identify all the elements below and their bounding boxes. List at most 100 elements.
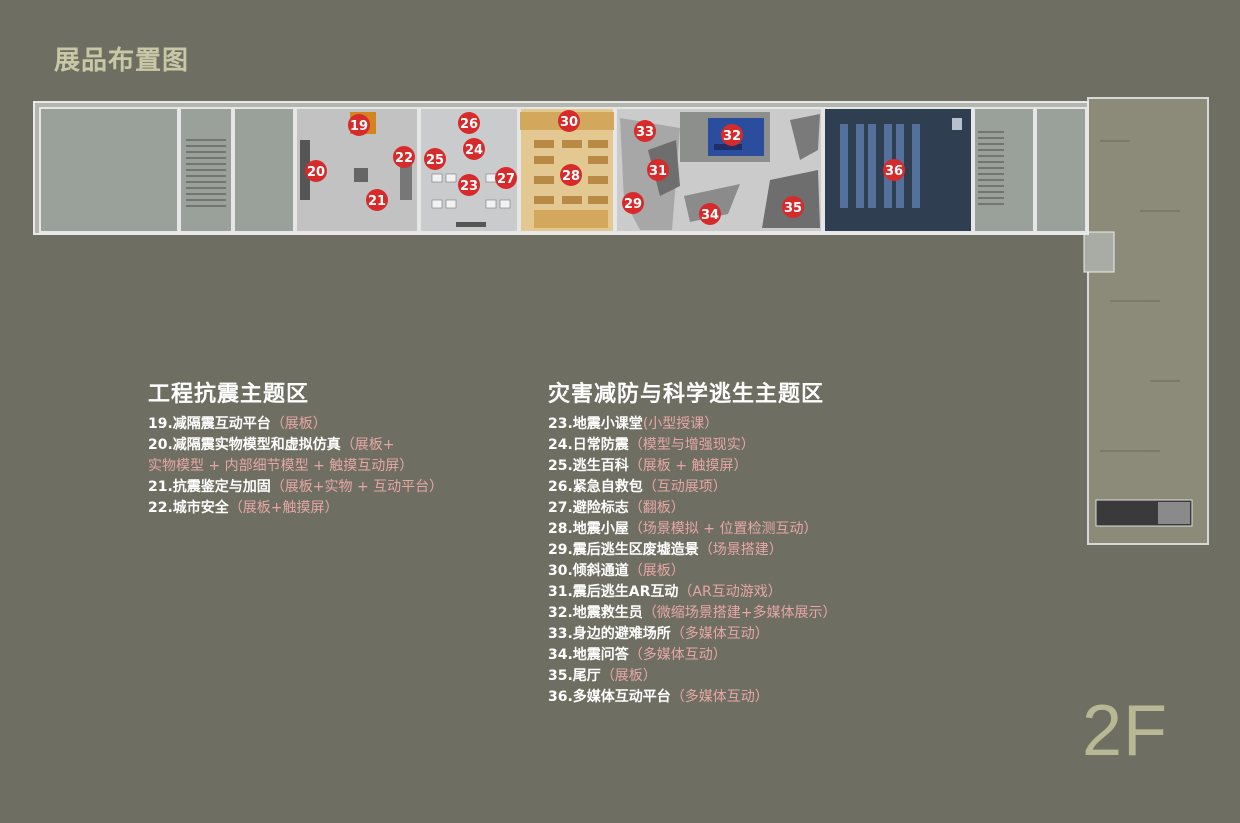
legend-item-text: 24.日常防震	[548, 437, 629, 453]
page-title: 展品布置图	[54, 46, 190, 76]
legend-item: 27.避险标志（翻板）	[548, 498, 837, 519]
marker-20: 20	[305, 160, 327, 182]
marker-30: 30	[558, 110, 580, 132]
legend-item: 28.地震小屋（场景模拟 + 位置检测互动）	[548, 519, 837, 540]
marker-32: 32	[721, 124, 743, 146]
legend-item: 19.减隔震互动平台（展板）	[148, 414, 443, 435]
legend-item-text: 30.倾斜通道	[548, 563, 629, 579]
marker-31: 31	[647, 159, 669, 181]
legend-item: 26.紧急自救包（互动展项）	[548, 477, 837, 498]
marker-label: 28	[562, 169, 580, 184]
legend-item-tag: （模型与增强现实）	[628, 437, 755, 453]
legend-item: 21.抗震鉴定与加固（展板+实物 + 互动平台）	[148, 477, 443, 498]
legend-item: 36.多媒体互动平台（多媒体互动）	[548, 687, 837, 708]
legend-title: 工程抗震主题区	[148, 382, 310, 407]
marker-label: 19	[350, 119, 368, 134]
marker-layer: 19 20 21 22 23 24 25 26 27 28 29 30 31 32 33 34 35 36	[305, 110, 905, 225]
legend-item-tag: （展板）	[628, 563, 685, 579]
marker-24: 24	[463, 138, 485, 160]
marker-circle	[305, 160, 327, 182]
floor-label: 2F	[1082, 691, 1169, 771]
legend-item: 实物模型 + 内部细节模型 + 触摸互动屏）	[148, 456, 443, 477]
legend-items: 23.地震小课堂(小型授课）24.日常防震（模型与增强现实）25.逃生百科（展板…	[548, 414, 837, 708]
legend-items: 19.减隔震互动平台（展板）20.减隔震实物模型和虚拟仿真（展板+实物模型 + …	[148, 414, 443, 519]
legend-engineering: 工程抗震主题区 19.减隔震互动平台（展板）20.减隔震实物模型和虚拟仿真（展板…	[148, 376, 443, 519]
legend-item-text: 23.地震小课堂	[548, 416, 643, 432]
legend-item-text: 32.地震救生员	[548, 605, 643, 621]
legend-item: 34.地震问答（多媒体互动）	[548, 645, 837, 666]
marker-36: 36	[883, 159, 905, 181]
marker-28: 28	[560, 164, 582, 186]
legend-item: 20.减隔震实物模型和虚拟仿真（展板+	[148, 435, 443, 456]
marker-label: 32	[723, 129, 741, 144]
legend-item-tag: （多媒体互动）	[670, 689, 769, 705]
legend-item: 24.日常防震（模型与增强现实）	[548, 435, 837, 456]
marker-circle	[458, 112, 480, 134]
marker-circle	[883, 159, 905, 181]
marker-circle	[558, 110, 580, 132]
marker-circle	[348, 114, 370, 136]
legend-item-text: 31.震后逃生AR互动	[548, 584, 679, 600]
legend-title: 灾害减防与科学逃生主题区	[548, 382, 825, 407]
marker-circle	[782, 196, 804, 218]
legend-item-text: 22.城市安全	[148, 500, 229, 516]
east-wing	[1087, 97, 1209, 545]
marker-33: 33	[634, 120, 656, 142]
legend-item-tag: （场景模拟 + 位置检测互动）	[628, 521, 818, 537]
legend-item-tag: （展板）	[270, 416, 327, 432]
legend-item-text: 20.减隔震实物模型和虚拟仿真	[148, 437, 341, 453]
marker-21: 21	[366, 189, 388, 211]
marker-22: 22	[393, 146, 415, 168]
legend-item: 25.逃生百科（展板 + 触摸屏）	[548, 456, 837, 477]
marker-label: 34	[701, 208, 719, 223]
legend-item-text: 36.多媒体互动平台	[548, 689, 671, 705]
marker-circle	[366, 189, 388, 211]
marker-circle	[463, 138, 485, 160]
legend-item-tag: (小型授课）	[642, 416, 719, 432]
legend-item-text: 28.地震小屋	[548, 521, 629, 537]
marker-label: 30	[560, 115, 578, 130]
legend-disaster: 灾害减防与科学逃生主题区 23.地震小课堂(小型授课）24.日常防震（模型与增强…	[548, 376, 837, 708]
legend-item-tag: （场景搭建）	[698, 542, 783, 558]
marker-label: 20	[307, 165, 325, 180]
marker-label: 27	[497, 172, 515, 187]
legend-item-tag: （AR互动游戏）	[678, 584, 782, 600]
marker-25: 25	[424, 148, 446, 170]
legend-item-tag: （展板+触摸屏）	[228, 500, 339, 516]
marker-circle	[393, 146, 415, 168]
marker-35: 35	[782, 196, 804, 218]
marker-circle	[634, 120, 656, 142]
marker-circle	[560, 164, 582, 186]
marker-label: 22	[395, 151, 413, 166]
marker-label: 26	[460, 117, 478, 132]
marker-label: 21	[368, 194, 386, 209]
legend-item: 22.城市安全（展板+触摸屏）	[148, 498, 443, 519]
legend-item-tag: （展板）	[600, 668, 657, 684]
marker-label: 29	[624, 197, 642, 212]
marker-circle	[721, 124, 743, 146]
marker-circle	[699, 203, 721, 225]
legend-item: 31.震后逃生AR互动（AR互动游戏）	[548, 582, 837, 603]
marker-label: 31	[649, 164, 667, 179]
legend-item: 29.震后逃生区废墟造景（场景搭建）	[548, 540, 837, 561]
marker-29: 29	[622, 192, 644, 214]
legend-item-tag: （多媒体互动）	[628, 647, 727, 663]
legend-item: 35.尾厅（展板）	[548, 666, 837, 687]
legend-item: 23.地震小课堂(小型授课）	[548, 414, 837, 435]
legend-item-text: 19.减隔震互动平台	[148, 416, 271, 432]
marker-label: 36	[885, 164, 903, 179]
marker-label: 25	[426, 153, 444, 168]
marker-27: 27	[495, 167, 517, 189]
legend-item-text: 25.逃生百科	[548, 458, 629, 474]
legend-item-tag: （展板+实物 + 互动平台）	[270, 479, 444, 495]
legend-item-tag: （展板 + 触摸屏）	[628, 458, 748, 474]
marker-circle	[495, 167, 517, 189]
marker-19: 19	[348, 114, 370, 136]
marker-label: 24	[465, 143, 483, 158]
legend-item-text: 27.避险标志	[548, 500, 629, 516]
marker-label: 33	[636, 125, 654, 140]
marker-23: 23	[458, 174, 480, 196]
marker-label: 35	[784, 201, 802, 216]
marker-26: 26	[458, 112, 480, 134]
